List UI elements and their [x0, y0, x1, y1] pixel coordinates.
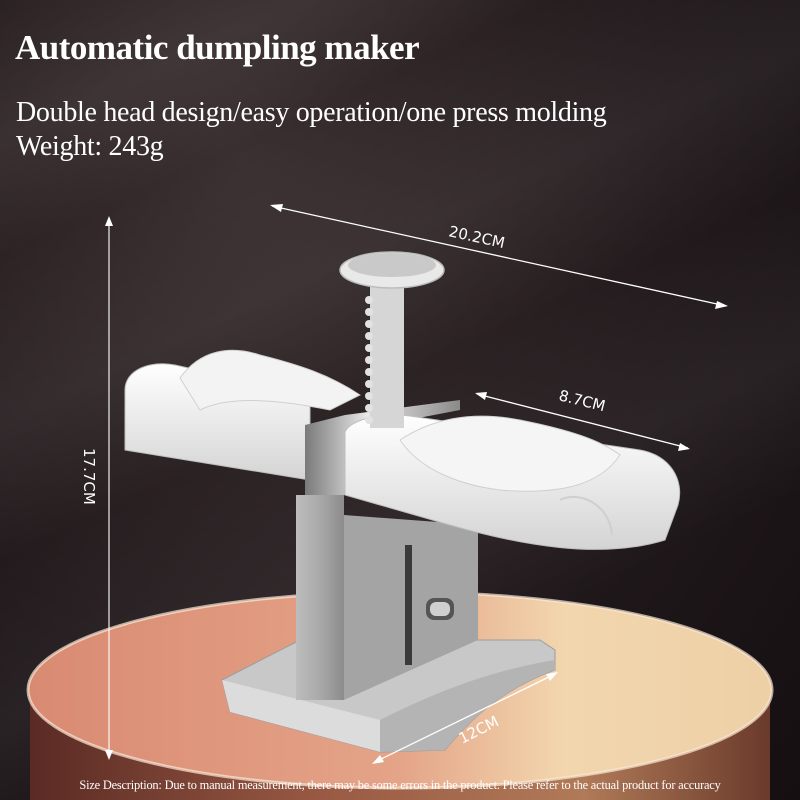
dimension-length: 20.2CM — [270, 204, 728, 309]
height-arrowhead-end — [105, 750, 113, 760]
base-depth-arrow-line — [374, 673, 556, 763]
dumpling-maker-product — [124, 251, 681, 753]
size-disclaimer: Size Description: Due to manual measurem… — [79, 778, 721, 792]
head-width-arrow-line — [476, 393, 689, 449]
length-label: 20.2CM — [447, 222, 506, 252]
head-width-label: 8.7CM — [557, 386, 607, 415]
product-title: Automatic dumpling maker — [15, 28, 420, 67]
height-label: 17.7CM — [80, 448, 98, 505]
weight-spec: Weight: 243g — [16, 131, 164, 162]
length-arrowhead-start — [270, 204, 283, 212]
dimension-height: 17.7CM — [80, 216, 113, 760]
length-arrow-line — [271, 205, 727, 307]
base-depth-arrowhead-end — [546, 672, 558, 681]
feature-tagline: Double head design/easy operation/one pr… — [16, 97, 607, 128]
head-width-arrowhead-end — [678, 443, 690, 451]
base-depth-arrowhead-start — [372, 755, 384, 764]
product-subtitle: Double head design/easy operation/one pr… — [16, 96, 607, 164]
length-arrowhead-end — [715, 301, 728, 309]
height-arrowhead-start — [105, 216, 113, 226]
head-width-arrowhead-start — [475, 392, 487, 400]
